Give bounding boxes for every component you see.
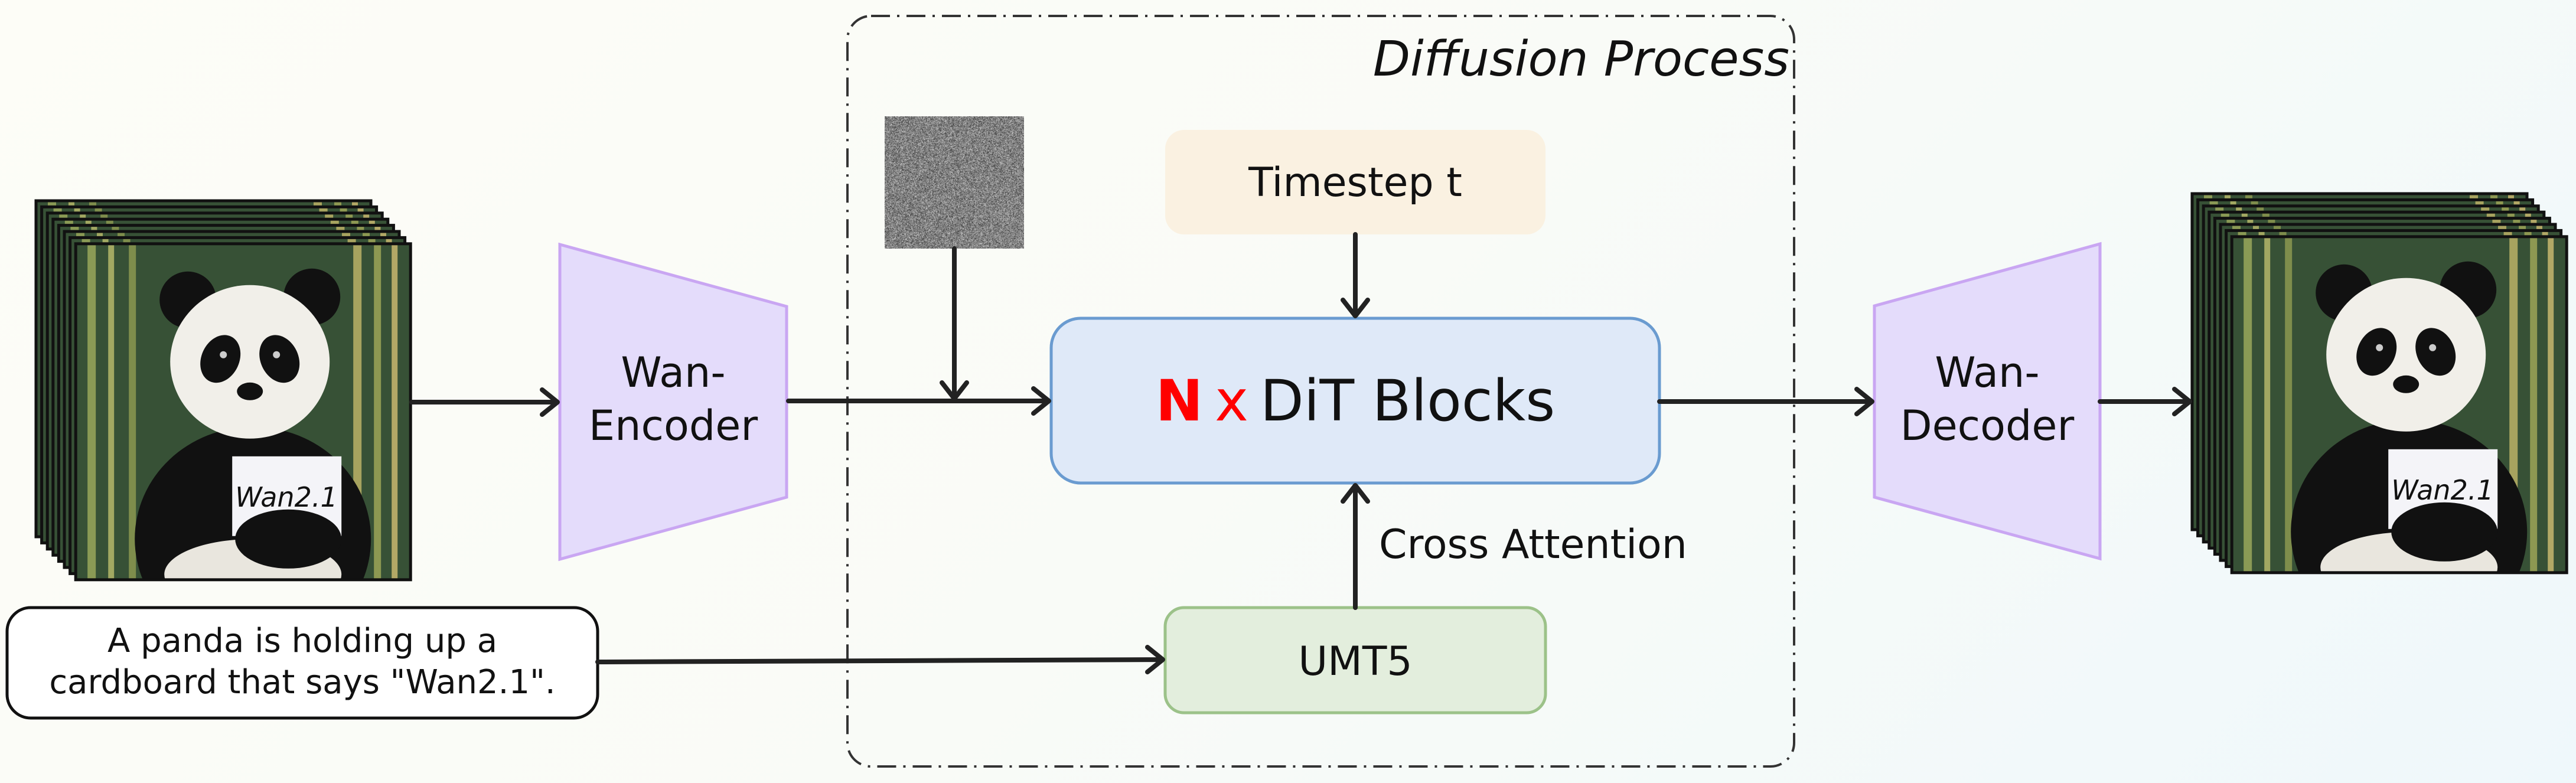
input-video-frames [36, 201, 410, 651]
diffusion-process-title: Diffusion Process [1373, 31, 1789, 87]
arrow-umt5-to-dit [1343, 485, 1368, 608]
encoder-label-line1: Wan- [621, 348, 725, 397]
umt5-box: UMT5 [1165, 608, 1545, 713]
dit-multiply: x [1215, 368, 1248, 434]
noise-latent-image [885, 116, 1024, 249]
dit-count-n: N [1156, 368, 1203, 434]
wan-encoder: Wan- Encoder [560, 244, 787, 559]
dit-blocks-box: NxDiT Blocks [1051, 318, 1659, 483]
input-sign-text: Wan2.1 [235, 481, 337, 513]
prompt-line1: A panda is holding up a [107, 622, 497, 660]
decoder-label-line1: Wan- [1935, 348, 2039, 397]
output-video-frames [2192, 194, 2567, 644]
umt5-label: UMT5 [1298, 638, 1412, 685]
video-frame [2232, 237, 2567, 644]
cross-attention-label: Cross Attention [1379, 521, 1687, 568]
decoder-label-line2: Decoder [1900, 402, 2075, 450]
arrow-noise-down [942, 249, 967, 399]
timestep-label: Timestep t [1248, 159, 1462, 206]
dit-blocks-text: DiT Blocks [1260, 368, 1555, 434]
arrow-decoder-to-video [2100, 389, 2190, 414]
arrow-video-to-encoder [412, 390, 557, 415]
arrow-timestep-to-dit [1343, 234, 1368, 316]
output-sign-text: Wan2.1 [2391, 474, 2493, 506]
text-prompt-box: A panda is holding up a cardboard that s… [7, 608, 598, 718]
timestep-box: Timestep t [1165, 130, 1545, 234]
wan-decoder: Wan- Decoder [1874, 244, 2100, 559]
arrow-prompt-to-umt5 [598, 647, 1163, 672]
encoder-label-line2: Encoder [589, 402, 758, 450]
dit-label: NxDiT Blocks [1156, 368, 1556, 434]
arrow-dit-to-decoder [1659, 389, 1872, 414]
prompt-line2: cardboard that says "Wan2.1". [49, 663, 555, 702]
arrow-encoder-to-dit [788, 389, 1049, 413]
video-frame [76, 244, 410, 651]
